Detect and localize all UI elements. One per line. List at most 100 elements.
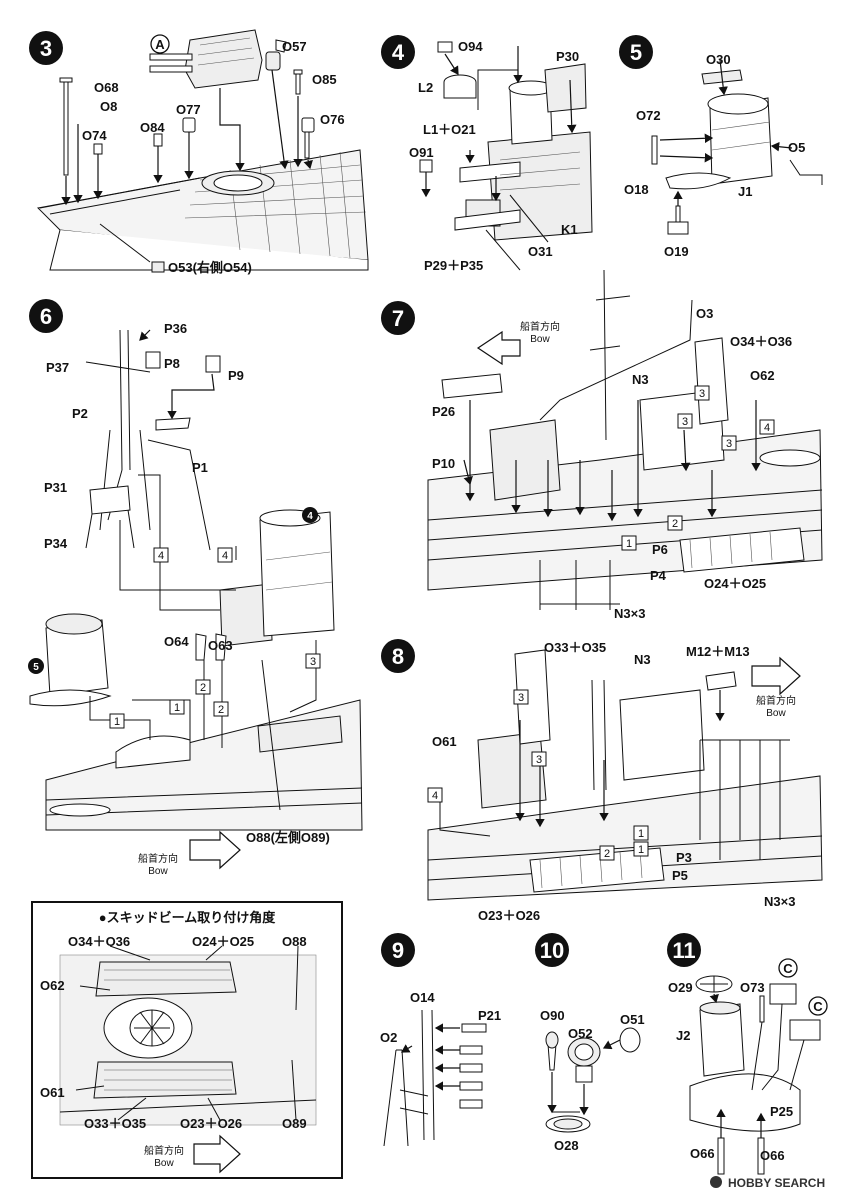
box-number: 4 [158, 550, 164, 562]
midship-hull [45, 699, 363, 831]
step-10: 10 O90 O52 O51 O28 [535, 933, 645, 1153]
step-number-badge: 7 [381, 301, 415, 335]
part-label: O66 [690, 1146, 715, 1161]
part-label: O52 [568, 1026, 593, 1041]
box-number: 2 [672, 518, 678, 530]
bow-label-en: Bow [530, 334, 550, 345]
part-label: O5 [788, 140, 805, 155]
skid-beam-angle-box: ●スキッドビーム取り付け角度 O34＋O36 O24＋O25 O88 O62 O… [31, 901, 343, 1179]
part-label: O14 [410, 990, 435, 1005]
marker-c-text: C [813, 999, 823, 1014]
part-label: P21 [478, 1008, 501, 1023]
bow-label: 船首方向 [144, 1144, 184, 1157]
part-label: P25 [770, 1104, 793, 1119]
step-number-box: 2 [667, 515, 683, 531]
step-number-badge: 6 [29, 299, 63, 333]
box-number: 1 [114, 716, 120, 728]
box-number: 2 [200, 682, 206, 694]
part-label: P34 [44, 536, 68, 551]
step-number: 5 [630, 40, 642, 65]
part-label: O84 [140, 120, 165, 135]
part-label: O77 [176, 102, 201, 117]
ref-step-4-badge: 4 [302, 507, 318, 523]
part-label: O76 [320, 112, 345, 127]
step-number-badge: 8 [381, 639, 415, 673]
box-number: 4 [432, 790, 438, 802]
part-label: O3 [696, 306, 713, 321]
step-number: 7 [392, 306, 404, 331]
part-label: P4 [650, 568, 667, 583]
box-number: 4 [222, 550, 228, 562]
part-label: J1 [738, 184, 752, 199]
step-number-box: 1 [633, 841, 649, 857]
step-number: 11 [672, 938, 695, 963]
step-number-box: 1 [621, 535, 637, 551]
part-label: O34＋O36 [730, 334, 792, 349]
box-number: 4 [764, 422, 770, 434]
part-label: O24＋O25 [704, 576, 766, 591]
aft-superstructure-drawing [427, 649, 823, 901]
part-label: P9 [228, 368, 244, 383]
bow-hull-drawing [36, 149, 369, 271]
part-label: O57 [282, 39, 307, 54]
part-label: P6 [652, 542, 668, 557]
bow-label: 船首方向 [520, 320, 560, 333]
searchlight-drawing [545, 1027, 641, 1133]
bow-label-en: Bow [766, 708, 786, 719]
skid-box-title: ●スキッドビーム取り付け角度 [99, 910, 276, 925]
part-label: O29 [668, 980, 693, 995]
part-label: O33＋O35 [84, 1116, 146, 1131]
part-label: O62 [40, 978, 65, 993]
part-label: O89 [282, 1116, 307, 1131]
box-number: 3 [699, 388, 705, 400]
part-label: P36 [164, 321, 187, 336]
step-9: 9 O14 P21 O2 [380, 933, 501, 1147]
step-number: 3 [40, 36, 52, 61]
step-number-box: 3 [677, 413, 693, 429]
part-label: L2 [418, 80, 433, 95]
step-4: 4 O94 P30 L2 L1＋O21 O91 K1 O [381, 35, 593, 273]
part-label: P1 [192, 460, 208, 475]
step-number-badge: 10 [535, 933, 569, 967]
bow-direction-arrow: 船首方向 Bow [751, 656, 801, 719]
part-label: O28 [554, 1138, 579, 1153]
part-label: O51 [620, 1012, 645, 1027]
step-number-box: 4 [759, 419, 775, 435]
box-number: 1 [638, 828, 644, 840]
watermark-text: HOBBY SEARCH [728, 1176, 825, 1190]
step-number: 8 [392, 644, 404, 669]
part-label: O68 [94, 80, 119, 95]
box-number: 3 [726, 438, 732, 450]
watermark: HOBBY SEARCH [710, 1176, 825, 1190]
box-number: 1 [638, 844, 644, 856]
ref-step-text: 5 [33, 662, 39, 673]
bridge-block [219, 509, 335, 647]
funnel-assembly [651, 69, 823, 235]
step-number-box: 3 [305, 653, 321, 669]
step-number: 4 [392, 40, 405, 65]
skid-beam-drawing [59, 954, 317, 1126]
mast-parts-drawing [383, 1009, 487, 1147]
step-number-badge: 3 [29, 31, 63, 65]
step-3: 3 A [29, 29, 369, 275]
small-parts [59, 39, 315, 273]
box-number: 3 [682, 416, 688, 428]
funnel-block [29, 613, 112, 707]
part-label: P10 [432, 456, 455, 471]
part-label: O62 [750, 368, 775, 383]
part-label: O53(右側O54) [168, 260, 252, 275]
part-label: O33＋O35 [544, 640, 606, 655]
part-label: O18 [624, 182, 649, 197]
step-number-box: 2 [213, 701, 229, 717]
part-label: O85 [312, 72, 337, 87]
step-5: 5 O30 O72 O5 O18 J1 O19 [619, 35, 823, 259]
step-number-box: 3 [531, 751, 547, 767]
part-label: P37 [46, 360, 69, 375]
part-label: O8 [100, 99, 117, 114]
funnel-base-drawing [689, 975, 821, 1175]
part-label: M12＋M13 [686, 644, 750, 659]
part-label: O91 [409, 145, 434, 160]
part-label: O66 [760, 1148, 785, 1163]
part-label: K1 [561, 222, 578, 237]
